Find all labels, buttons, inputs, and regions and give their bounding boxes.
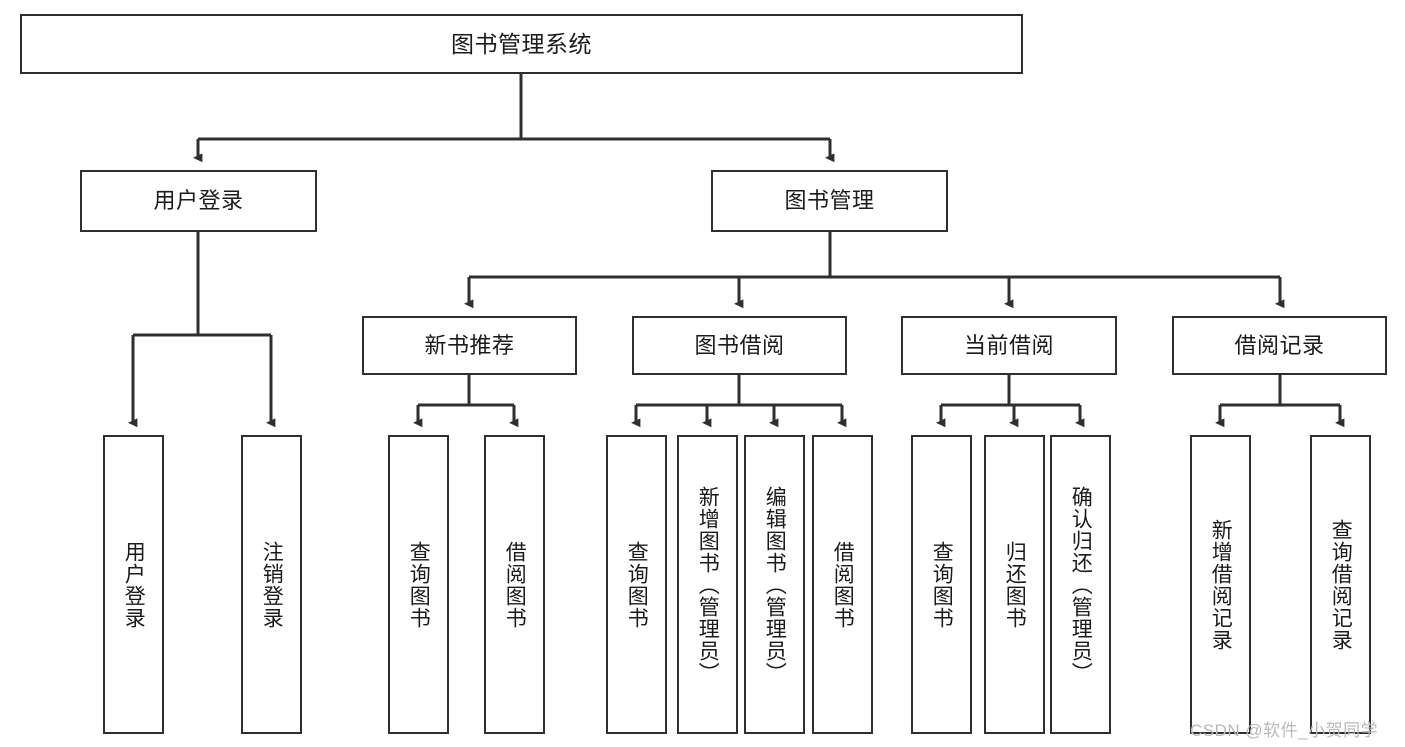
leaf-add-book-label: 新增图书（管理员） (696, 485, 720, 684)
leaf-query-book-3[interactable]: 查询图书 (911, 435, 972, 734)
node-borrow-record[interactable]: 借阅记录 (1172, 316, 1387, 375)
node-root-system[interactable]: 图书管理系统 (20, 14, 1023, 74)
node-book-borrow-label: 图书借阅 (694, 332, 785, 358)
node-new-book-recommend-label: 新书推荐 (424, 332, 515, 358)
leaf-query-book-3-label: 查询图书 (930, 540, 954, 629)
leaf-query-record-label: 查询借阅记录 (1329, 518, 1353, 651)
leaf-query-book-2[interactable]: 查询图书 (606, 435, 667, 734)
leaf-logout[interactable]: 注销登录 (241, 435, 302, 734)
node-current-borrow[interactable]: 当前借阅 (901, 316, 1117, 375)
leaf-return-book[interactable]: 归还图书 (984, 435, 1045, 734)
edge-bookmanage-to-level3 (464, 232, 1285, 309)
leaf-add-record[interactable]: 新增借阅记录 (1190, 435, 1251, 734)
node-user-login[interactable]: 用户登录 (80, 170, 317, 232)
leaf-logout-label: 注销登录 (260, 540, 284, 629)
node-root-system-label: 图书管理系统 (451, 30, 592, 57)
leaf-return-book-label: 归还图书 (1003, 540, 1027, 629)
leaf-query-record[interactable]: 查询借阅记录 (1310, 435, 1371, 734)
leaf-edit-book-label: 编辑图书（管理员） (763, 485, 787, 684)
leaf-query-book-1[interactable]: 查询图书 (388, 435, 449, 734)
leaf-user-login[interactable]: 用户登录 (103, 435, 164, 734)
edge-borrowrecord-to-leaves (1215, 375, 1345, 428)
leaf-borrow-book-1[interactable]: 借阅图书 (484, 435, 545, 734)
edge-bookborrow-to-leaves (631, 375, 847, 428)
edge-newbook-to-leaves (413, 375, 519, 428)
csdn-watermark: CSDN @软件_小贺同学 (1190, 721, 1379, 740)
leaf-borrow-book-1-label: 借阅图书 (503, 540, 527, 629)
node-book-borrow[interactable]: 图书借阅 (632, 316, 847, 375)
leaf-query-book-1-label: 查询图书 (407, 540, 431, 629)
leaf-add-record-label: 新增借阅记录 (1209, 518, 1233, 651)
node-borrow-record-label: 借阅记录 (1234, 332, 1325, 358)
edge-root-to-level2 (193, 74, 835, 163)
node-current-borrow-label: 当前借阅 (963, 332, 1054, 358)
node-new-book-recommend[interactable]: 新书推荐 (362, 316, 577, 375)
leaf-add-book[interactable]: 新增图书（管理员） (677, 435, 738, 734)
node-book-manage-label: 图书管理 (784, 188, 875, 213)
node-user-login-label: 用户登录 (153, 188, 244, 213)
leaf-borrow-book-2[interactable]: 借阅图书 (812, 435, 873, 734)
leaf-query-book-2-label: 查询图书 (625, 540, 649, 629)
leaf-confirm-return[interactable]: 确认归还（管理员） (1050, 435, 1111, 734)
node-book-manage[interactable]: 图书管理 (711, 170, 948, 232)
leaf-confirm-return-label: 确认归还（管理员） (1069, 485, 1093, 684)
leaf-user-login-label: 用户登录 (122, 540, 146, 629)
leaf-edit-book[interactable]: 编辑图书（管理员） (744, 435, 805, 734)
edge-userlogin-to-leaves (128, 232, 276, 428)
edge-currentborrow-to-leaves (936, 375, 1085, 428)
leaf-borrow-book-2-label: 借阅图书 (831, 540, 855, 629)
